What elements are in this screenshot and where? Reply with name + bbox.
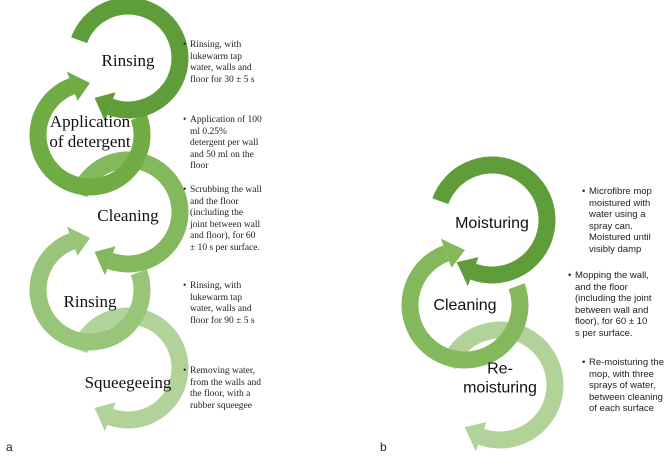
a-step-3-label-line-1: Cleaning xyxy=(97,206,159,225)
a-step-1-arc xyxy=(71,0,189,119)
bullet-icon: • xyxy=(582,186,586,197)
b-step-2-label-line-1: Cleaning xyxy=(433,297,496,314)
b-step-1-label-line-1: Moisturing xyxy=(455,215,529,232)
a-step-4-arrowhead xyxy=(66,226,90,256)
b-step-3-note-line-4: between cleaning xyxy=(589,391,663,403)
b-step-1-arrowhead xyxy=(456,257,479,287)
a-step-2-note-line-1: Application of 100 xyxy=(190,115,262,125)
b-step-3-note-line-1: Re-moisturing the xyxy=(589,357,664,368)
a-step-5-note-line-2: from the walls and xyxy=(190,377,261,388)
a-step-3-note-line-4: joint between wall xyxy=(190,219,261,230)
a-step-4-note-line-1: Rinsing, with xyxy=(190,281,242,291)
b-step-2-note: •Mopping the wall,and the floor(includin… xyxy=(568,270,652,339)
bullet-icon: • xyxy=(183,115,187,125)
a-step-1-arrowhead xyxy=(94,92,116,122)
a-step-5-note-line-4: rubber squeegee xyxy=(190,400,252,411)
b-step-2-note-line-3: (including the joint xyxy=(575,293,652,304)
b-step-3-note-line-5: of each surface xyxy=(589,403,654,414)
a-step-3-arrowhead xyxy=(94,246,116,276)
bullet-icon: • xyxy=(582,357,586,368)
bullet-icon: • xyxy=(568,270,572,281)
b-step-2-note-line-2: and the floor xyxy=(575,281,628,293)
b-step-1-note-line-3: water using a xyxy=(589,209,646,220)
b-step-2-note-line-5: floor), for 60 ± 10 xyxy=(575,316,648,327)
a-step-3-note-line-6: ± 10 s per surface. xyxy=(190,242,260,253)
a-step-4-label-line-1: Rinsing xyxy=(64,292,117,311)
b-step-1-note-line-6: visibly damp xyxy=(589,243,642,255)
a-step-3-note-line-1: Scrubbing the wall xyxy=(190,185,262,195)
a-step-2-label-line-2: of detergent xyxy=(49,132,131,151)
a-step-2-note-line-4: and 50 ml on the xyxy=(190,149,254,160)
b-step-2-note-line-6: s per surface. xyxy=(575,327,633,339)
b-step-3-label-line-1: Re- xyxy=(487,361,513,378)
a-step-2-note-line-3: detergent per wall xyxy=(190,138,259,148)
b-step-1-note-line-5: Moistured until xyxy=(589,232,651,243)
bullet-icon: • xyxy=(183,366,187,376)
b-step-1-note-line-1: Microfibre mop xyxy=(589,186,652,197)
a-step-1-note-line-3: water, walls and xyxy=(190,63,252,73)
b-step-3-note-line-3: sprays of water, xyxy=(589,380,656,391)
bullet-icon: • xyxy=(183,281,187,291)
a-step-5-label-line-1: Squeegeeing xyxy=(85,373,172,392)
b-step-2-arrowhead xyxy=(440,238,465,268)
b-step-1-note-line-4: spray can. xyxy=(589,220,633,232)
a-step-4-note-line-3: water, walls and xyxy=(190,304,252,314)
b-step-3-arrowhead xyxy=(464,422,487,452)
panel-a-letter: a xyxy=(6,440,13,454)
b-step-2-note-line-1: Mopping the wall, xyxy=(575,270,649,281)
a-step-1-note-line-1: Rinsing, with xyxy=(190,40,242,50)
a-step-1-note-line-4: floor for 30 ± 5 s xyxy=(190,74,255,85)
a-step-4-note-line-2: lukewarm tap xyxy=(190,292,242,303)
bullet-icon: • xyxy=(183,185,187,195)
a-step-4-note-line-4: floor for 90 ± 5 s xyxy=(190,315,255,326)
a-step-3-note-line-2: and the floor xyxy=(190,196,239,207)
a-step-5-note-line-3: the floor, with a xyxy=(190,389,251,399)
a-step-5-arrowhead xyxy=(94,402,116,432)
a-step-2-arrowhead xyxy=(66,71,90,101)
panel-b-letter: b xyxy=(380,440,387,454)
a-step-2-label-line-1: Application xyxy=(50,112,131,131)
a-step-2-note-line-2: ml 0.25% xyxy=(190,126,227,137)
a-step-1-label-line-1: Rinsing xyxy=(102,51,155,70)
b-step-1-note-line-2: moistured with xyxy=(589,197,651,209)
a-step-5-note-line-1: Removing water, xyxy=(190,366,256,376)
a-step-3-note-line-5: and floor), for 60 xyxy=(190,231,256,241)
b-step-3-note-line-2: mop, with three xyxy=(589,368,654,380)
a-step-3-note-line-3: (including the xyxy=(190,208,244,218)
a-step-2-note-line-5: floor xyxy=(190,161,209,171)
b-step-3-label-line-2: moisturing xyxy=(463,379,537,396)
a-step-1-note-line-2: lukewarm tap xyxy=(190,51,242,62)
b-step-2-note-line-4: between wall and xyxy=(575,304,649,316)
bullet-icon: • xyxy=(183,40,187,50)
